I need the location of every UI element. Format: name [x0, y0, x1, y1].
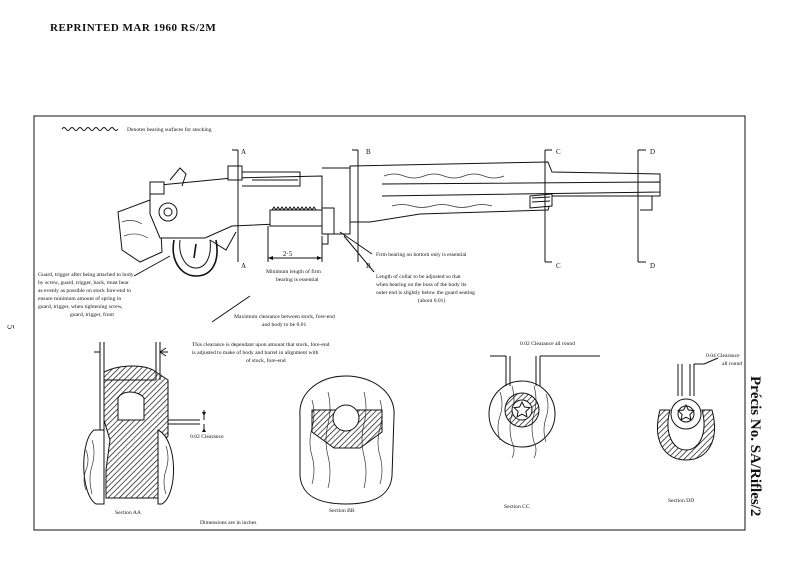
- cc-clearance-label: 0.02 Clearance all round: [520, 341, 575, 347]
- marker-d-bottom: D: [650, 262, 655, 270]
- units-note: Dimensions are in inches: [200, 520, 256, 526]
- note-collar-4: (about 0.01): [418, 297, 445, 304]
- note-guard-5: guard, trigger, when tightening screw,: [38, 304, 123, 310]
- section-aa-drawing: [83, 342, 206, 505]
- note-firm-bearing: Firm bearing on bottom only is essential: [376, 252, 467, 258]
- dimension-value: 2·5: [283, 250, 293, 258]
- marker-c-bottom: C: [556, 262, 561, 270]
- note-dependant-3: of stock, fore-end: [246, 357, 286, 364]
- note-max-clearance-1: Maximum clearance between stock, fore-en…: [234, 313, 335, 320]
- marker-a-top: A: [241, 148, 246, 156]
- note-guard-4: ensure minimum amount of spring in: [38, 295, 121, 302]
- note-collar-3: outer end is slightly below the guard se…: [376, 290, 475, 296]
- note-guard-3: as evenly as possible on stock fore-end …: [38, 287, 131, 294]
- note-collar-1: Length of collar to be adjusted so that: [376, 273, 461, 280]
- section-markers: A A B B C C D D: [232, 148, 655, 270]
- dd-clearance-label-1: 0.04 Clearance: [706, 353, 740, 359]
- section-bb-label: Section BB: [329, 508, 355, 514]
- marker-b-top: B: [366, 148, 371, 156]
- legend-text: Denotes bearing surfaces for stocking: [127, 126, 212, 133]
- section-dd-drawing: [657, 357, 719, 461]
- note-guard-6: guard, trigger, front: [70, 311, 114, 318]
- section-dd-label: Section DD: [668, 498, 694, 504]
- note-dependant-2: is adjusted to make of body and barrel i…: [192, 349, 319, 356]
- section-aa-label: Section AA: [115, 510, 141, 516]
- note-min-length-1: Minimum length of firm: [266, 268, 321, 275]
- bearing-surface-symbol: [61, 127, 119, 131]
- reprint-header: REPRINTED MAR 1960 RS/2M: [50, 22, 217, 34]
- note-max-clearance-2: and body to be 0.01: [262, 322, 306, 328]
- marker-d-top: D: [650, 148, 655, 156]
- note-guard-1: Guard, trigger after being attached to b…: [38, 271, 134, 278]
- aa-clearance-label: 0.02 Clearance: [190, 434, 224, 440]
- rifle-elevation: [117, 161, 661, 277]
- section-bb-drawing: [299, 375, 395, 505]
- dimension-2-5: 2·5: [267, 226, 323, 262]
- dd-clearance-label-2: all round: [722, 361, 742, 367]
- note-guard-2: by screw, guard, trigger, back, must bea…: [38, 280, 129, 286]
- note-dependant-1: This clearance is dependant upon amount …: [192, 341, 330, 348]
- diagram-frame: [33, 115, 746, 531]
- note-min-length-2: bearing is essential: [276, 277, 319, 283]
- section-cc-label: Section CC: [504, 504, 530, 510]
- marker-c-top: C: [556, 148, 561, 156]
- marker-a-bottom: A: [241, 262, 246, 270]
- section-cc-drawing: [488, 355, 600, 459]
- note-collar-2: when bearing on the boss of the body its: [376, 281, 466, 288]
